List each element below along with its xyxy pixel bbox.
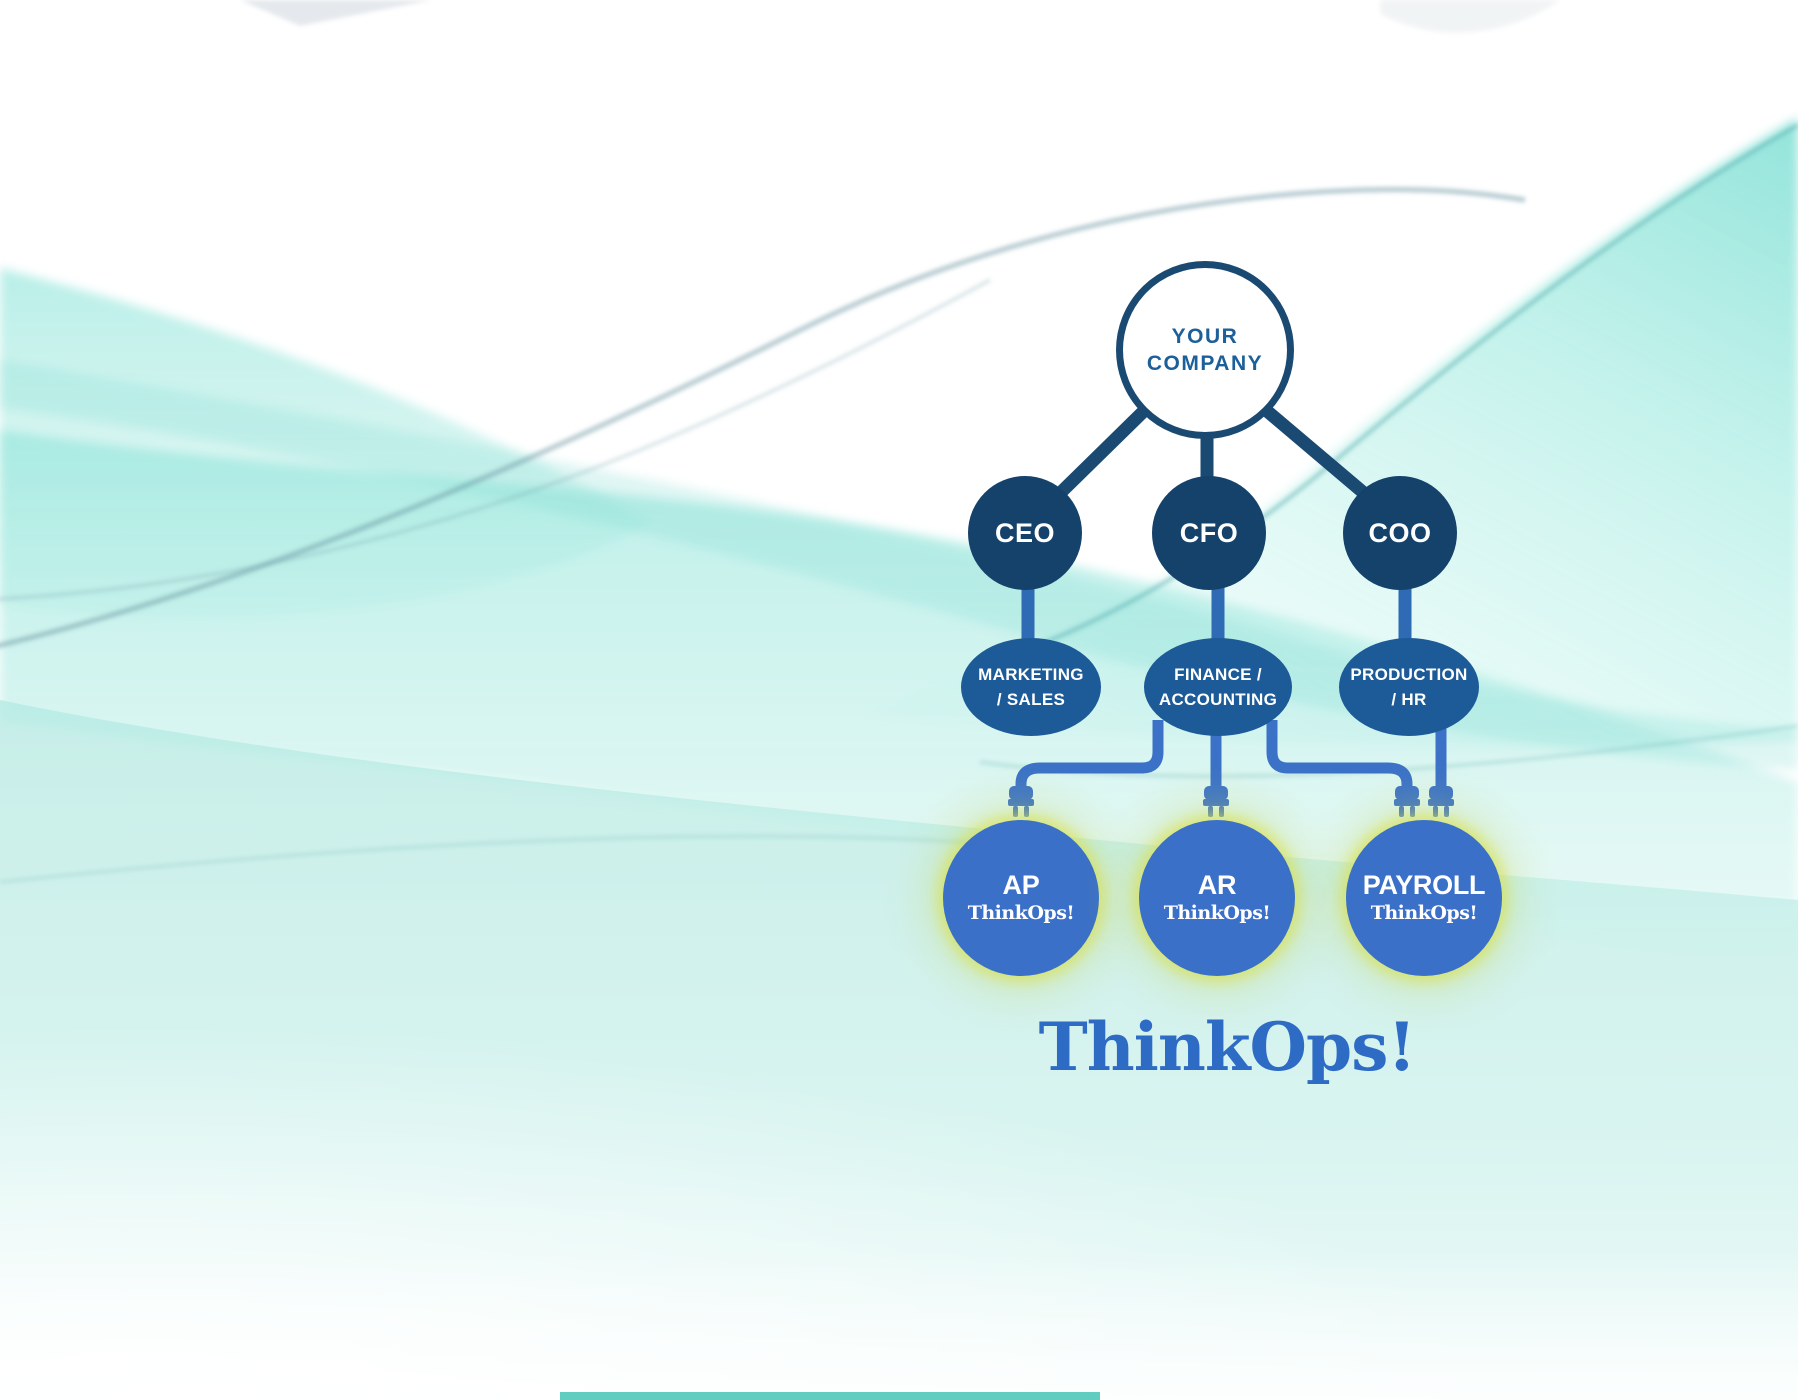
- power-plug-icon: [1394, 786, 1420, 817]
- node-ceo: CEO: [968, 476, 1082, 590]
- node-marketing-sales: MARKETING / SALES: [961, 638, 1101, 736]
- service-payroll-brand: ThinkOps!: [1370, 902, 1478, 924]
- marketing-sales-line2: / SALES: [996, 690, 1066, 709]
- node-coo: COO: [1343, 476, 1457, 590]
- finance-accounting-line1: FINANCE /: [1174, 665, 1262, 684]
- exec-to-dept-links: [1021, 585, 1412, 648]
- your-company-line1: YOUR: [1171, 325, 1239, 348]
- power-plug-icon: [1008, 786, 1034, 817]
- node-finance-accounting: FINANCE / ACCOUNTING: [1144, 638, 1292, 736]
- service-ap-name: AP: [1002, 870, 1040, 900]
- node-service-payroll: PAYROLL ThinkOps!: [1346, 820, 1502, 976]
- marketing-sales-line1: MARKETING: [978, 665, 1084, 684]
- node-service-ar: AR ThinkOps!: [1139, 820, 1295, 976]
- finance-accounting-line2: ACCOUNTING: [1158, 690, 1278, 709]
- ceo-label: CEO: [994, 517, 1055, 548]
- node-service-ap: AP ThinkOps!: [943, 820, 1099, 976]
- power-plug-icon: [1428, 786, 1454, 817]
- node-cfo: CFO: [1152, 476, 1266, 590]
- node-production-hr: PRODUCTION / HR: [1339, 638, 1479, 736]
- service-ar-brand: ThinkOps!: [1163, 902, 1271, 924]
- your-company-line2: COMPANY: [1146, 352, 1264, 375]
- coo-label: COO: [1368, 517, 1432, 548]
- service-payroll-name: PAYROLL: [1362, 870, 1486, 900]
- production-hr-line1: PRODUCTION: [1350, 665, 1468, 684]
- service-cables: [1015, 720, 1447, 790]
- service-ap-brand: ThinkOps!: [967, 902, 1075, 924]
- cfo-label: CFO: [1179, 517, 1239, 548]
- production-hr-line2: / HR: [1391, 690, 1427, 709]
- service-ar-name: AR: [1197, 870, 1237, 900]
- thinkops-wordmark: ThinkOps!: [1038, 1008, 1417, 1086]
- power-plug-icon: [1203, 786, 1229, 817]
- node-your-company: YOUR COMPANY: [1116, 261, 1294, 439]
